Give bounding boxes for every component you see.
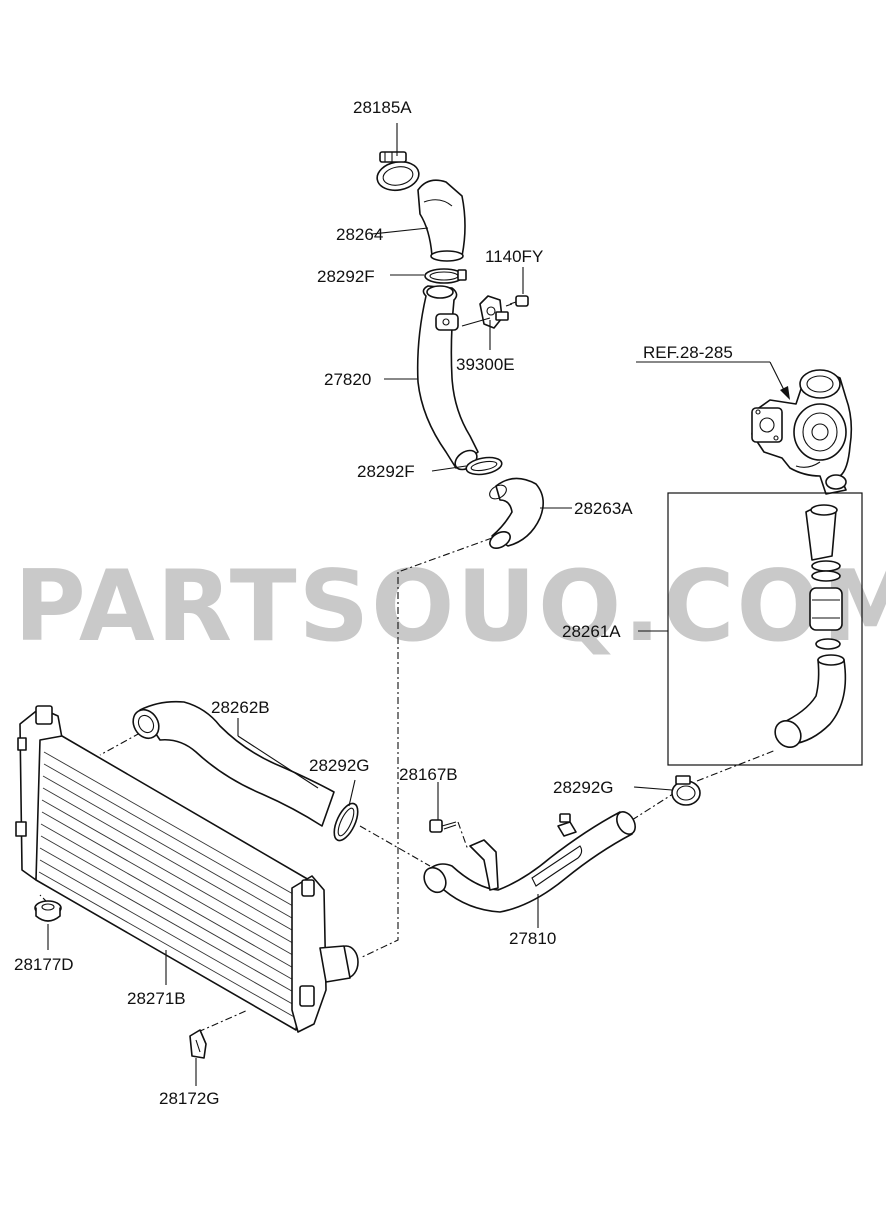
part-28185a-clamp[interactable] <box>375 151 421 193</box>
label-27820[interactable]: 27820 <box>324 370 371 389</box>
label-28292f-top[interactable]: 28292F <box>317 267 375 286</box>
part-28262b-hose[interactable] <box>128 700 335 827</box>
part-28167b-bolt[interactable] <box>429 819 457 833</box>
label-28264[interactable]: 28264 <box>336 225 383 244</box>
turbocharger-ref[interactable] <box>751 369 853 495</box>
label-1140fy[interactable]: 1140FY <box>485 247 543 266</box>
label-28292g-right[interactable]: 28292G <box>553 778 614 797</box>
leader-lines <box>47 123 790 1086</box>
part-28292f-clamp-top[interactable] <box>424 268 467 284</box>
label-27810[interactable]: 27810 <box>509 929 556 948</box>
label-28271b[interactable]: 28271B <box>127 989 186 1008</box>
part-28292g-clamp-left[interactable] <box>329 800 362 844</box>
label-28172g[interactable]: 28172G <box>159 1089 220 1108</box>
label-28177d[interactable]: 28177D <box>14 955 74 974</box>
part-28271b-intercooler[interactable] <box>15 705 359 1033</box>
label-ref-28-285[interactable]: REF.28-285 <box>643 343 733 362</box>
label-28185a[interactable]: 28185A <box>353 98 412 117</box>
label-39300e[interactable]: 39300E <box>456 355 515 374</box>
part-28292f-clamp-mid[interactable] <box>465 455 503 477</box>
part-27820-pipe[interactable] <box>416 285 481 473</box>
part-28177d-grommet[interactable] <box>34 900 62 922</box>
part-28292g-clamp-right[interactable] <box>671 775 701 806</box>
label-28292f-mid[interactable]: 28292F <box>357 462 415 481</box>
part-28263a-hose[interactable] <box>487 477 544 551</box>
label-28261a[interactable]: 28261A <box>562 622 621 641</box>
label-28167b[interactable]: 28167B <box>399 765 458 784</box>
part-labels: 28185A 28264 28292F 1140FY 39300E 27820 … <box>14 98 733 1108</box>
label-28292g-left[interactable]: 28292G <box>309 756 370 775</box>
part-28264-hose[interactable] <box>417 179 466 262</box>
watermark: PARTSOUQ.COM <box>14 550 886 664</box>
part-28261a-kit-box[interactable] <box>667 492 863 766</box>
label-28262b[interactable]: 28262B <box>211 698 270 717</box>
part-28172g-bracket[interactable] <box>189 1029 207 1059</box>
part-27810-pipe[interactable] <box>420 809 639 913</box>
part-1140fy-bolt[interactable] <box>505 295 529 307</box>
label-28263a[interactable]: 28263A <box>574 499 633 518</box>
part-39300e-sensor[interactable] <box>479 295 509 329</box>
